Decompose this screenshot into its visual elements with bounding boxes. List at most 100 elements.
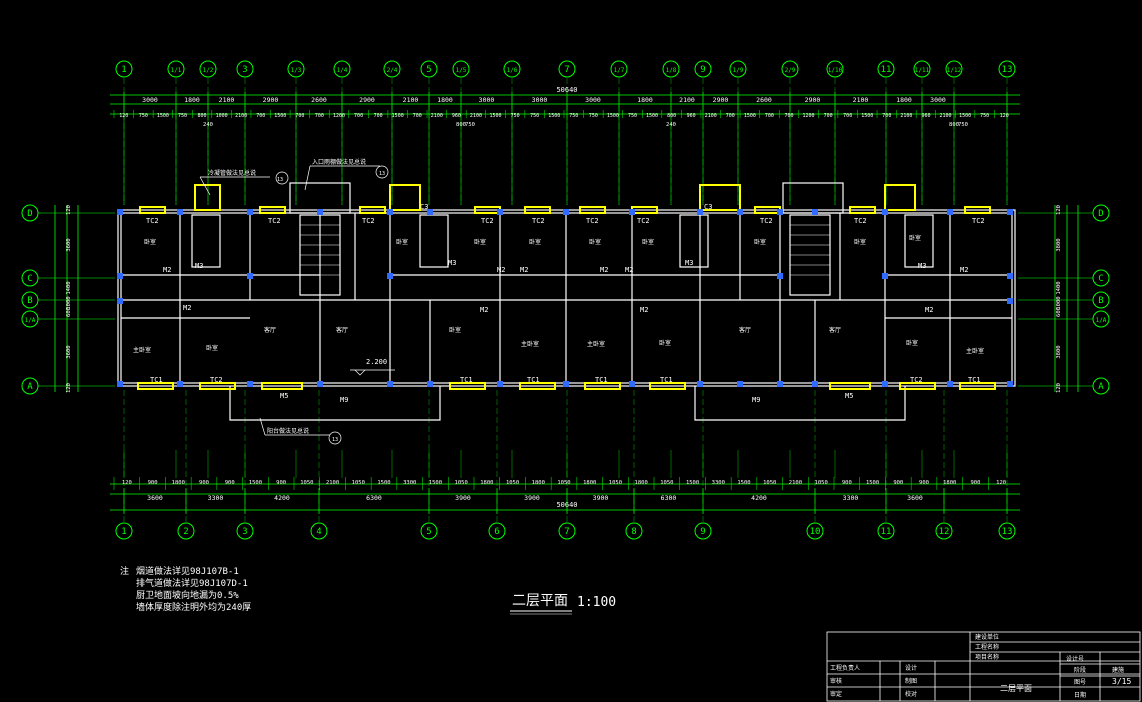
axis-bubble	[236, 522, 254, 540]
svg-text:TC2: TC2	[637, 217, 650, 225]
top-dim-row2: 960	[921, 113, 930, 119]
svg-text:M2: M2	[925, 306, 933, 314]
top-dim-row1: 2900	[713, 96, 729, 104]
top-dim-row2: 750	[139, 113, 148, 119]
left-dim: 600	[66, 307, 72, 317]
top-dim-row1: 2600	[311, 96, 327, 104]
note-line: 墙体厚度除注明外均为240厚	[136, 601, 251, 613]
top-dim-row2: 700	[315, 113, 324, 119]
top-dim-row1: 1800	[637, 96, 653, 104]
top-dim-row2: 750	[569, 113, 578, 119]
axis-label-bottom: 1	[121, 527, 126, 537]
top-dim-row2: 750	[980, 113, 989, 119]
bottom-dim-row2: 3900	[455, 494, 471, 502]
top-dim-row2: 1500	[274, 113, 286, 119]
axis-label-top: 1	[121, 65, 126, 75]
bottom-dim-row2: 6300	[366, 494, 382, 502]
top-dim-row2: 750	[589, 113, 598, 119]
title-block	[826, 631, 1141, 702]
axis-label-top: 2/9	[785, 67, 796, 74]
axis-bubble	[115, 522, 133, 540]
axis-bubble	[694, 60, 712, 78]
bottom-dim-row2: 3600	[907, 494, 923, 502]
stair-treads	[300, 224, 830, 276]
room-label: 主卧室	[133, 346, 151, 354]
column	[1007, 209, 1013, 215]
svg-text:阶段: 阶段	[1074, 666, 1086, 674]
bottom-dim-row1: 1500	[737, 480, 750, 486]
axis-bubble	[935, 522, 953, 540]
svg-text:M3: M3	[918, 262, 926, 270]
svg-text:TC2: TC2	[532, 217, 545, 225]
room-label: 客厅	[336, 326, 348, 334]
bottom-dim-row2: 3600	[147, 494, 163, 502]
top-dim-row1: 2100	[853, 96, 869, 104]
axis-label-bottom: 7	[564, 527, 569, 537]
top-dim-row2: 1200	[333, 113, 345, 119]
column	[247, 209, 253, 215]
bottom-dim-row1: 1500	[429, 480, 442, 486]
axis-bubble	[199, 60, 217, 78]
column	[737, 209, 743, 215]
svg-text:TC1: TC1	[150, 376, 163, 384]
svg-text:M3: M3	[685, 259, 693, 267]
axis-label-top: 1/9	[733, 67, 744, 74]
axis-label-top: 1/8	[666, 67, 677, 74]
axis-label-left: B	[27, 296, 32, 306]
room-label: 卧室	[854, 238, 866, 246]
room-label: 卧室	[206, 344, 218, 352]
element-tags: TC2 TC2 TC2 TC2 TC2 TC2 TC2 TC2 TC2 TC2 …	[146, 203, 985, 404]
room-label: 卧室	[144, 238, 156, 246]
axis-label-bottom: 4	[316, 527, 321, 537]
right-dim: 1000	[1056, 296, 1062, 309]
top-dim-row1: 3000	[142, 96, 158, 104]
top-dim-row2: 750	[178, 113, 187, 119]
axis-bubble	[826, 60, 844, 78]
top-dim-row2: 120	[1000, 113, 1009, 119]
column	[387, 381, 393, 387]
svg-text:TC2: TC2	[210, 376, 223, 384]
svg-text:建施: 建施	[1112, 666, 1124, 674]
top-dim-row2: 700	[765, 113, 774, 119]
axis-label-bottom: 8	[631, 527, 636, 537]
right-dim: 600	[1056, 307, 1062, 317]
svg-text:13: 13	[277, 177, 283, 183]
column	[882, 381, 888, 387]
column	[563, 381, 569, 387]
svg-text:M5: M5	[845, 392, 853, 400]
bottom-dim-row2: 4200	[751, 494, 767, 502]
svg-text:制图: 制图	[905, 677, 917, 685]
top-dim-row2: 800	[198, 113, 207, 119]
axis-label-top: 3	[242, 65, 247, 75]
svg-text:图号: 图号	[1074, 679, 1086, 686]
column	[1007, 381, 1013, 387]
column	[629, 209, 635, 215]
svg-text:M2: M2	[480, 306, 488, 314]
bottom-dim-row1: 1800	[943, 480, 956, 486]
top-dim-row2: 1500	[392, 113, 404, 119]
room-label: 主卧室	[587, 340, 605, 348]
column	[497, 381, 503, 387]
annotation-leaders	[199, 165, 395, 445]
bottom-dim-row1: 1800	[583, 480, 596, 486]
axis-label-right: A	[1098, 382, 1104, 392]
bottom-dim-row1: 1500	[249, 480, 262, 486]
axis-label-top: 1/12	[947, 67, 962, 74]
bottom-dim-row1: 1800	[532, 480, 545, 486]
axis-bubble	[236, 60, 254, 78]
svg-text:M2: M2	[183, 304, 191, 312]
axis-bubble	[913, 60, 931, 78]
axis-bubble	[488, 522, 506, 540]
svg-text:M5: M5	[280, 392, 288, 400]
axis-bubble	[729, 60, 747, 78]
axis-bubble	[998, 60, 1016, 78]
top-dim-row2: 700	[413, 113, 422, 119]
bottom-dim-row1: 1050	[557, 480, 570, 486]
axis-bubble	[115, 60, 133, 78]
svg-text:C3: C3	[704, 203, 712, 211]
top-dim-row2: 700	[726, 113, 735, 119]
right-dim: 3800	[1056, 345, 1062, 358]
column	[737, 381, 743, 387]
axis-bubble	[287, 60, 305, 78]
